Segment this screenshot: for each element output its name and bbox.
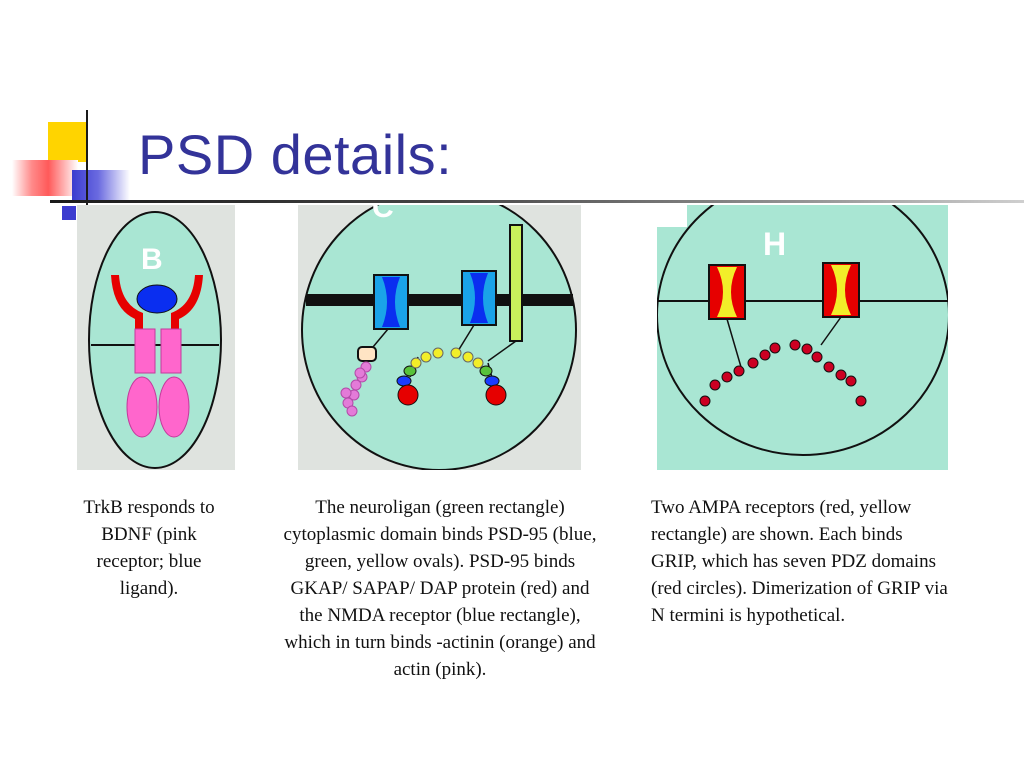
panel-c-svg: C: [298, 205, 581, 470]
caption-panel-b: TrkB responds to BDNF (pink receptor; bl…: [83, 497, 215, 599]
grip-pdz-domain: [747, 357, 759, 369]
caption-panel-h: Two AMPA receptors (red, yellow rectangl…: [651, 497, 948, 626]
grip-pdz-domain: [759, 349, 771, 361]
nmda-pore-left: [382, 277, 400, 327]
actin-bead: [350, 379, 362, 391]
panel-b-diagram: B: [77, 205, 235, 470]
grip-pdz-domain: [801, 343, 813, 355]
caption-panel-c: The neuroligan (green rectangle) cytopla…: [283, 497, 597, 680]
grip-pdz-domain: [811, 351, 823, 363]
cell-oval: [301, 205, 577, 470]
trkb-kinase-left: [126, 376, 158, 438]
psd95-domain: [462, 351, 474, 363]
psd95-domain: [432, 347, 444, 359]
panel-b-label: B: [141, 243, 163, 276]
linker: [457, 324, 475, 352]
gkap-protein-left: [397, 384, 419, 406]
psd95-domain: [450, 347, 462, 359]
actin-bead: [354, 367, 366, 379]
trkb-receptor-right: [160, 328, 182, 374]
trkb-kinase-right: [158, 376, 190, 438]
actinin: [357, 346, 377, 362]
panel-c-diagram: C: [298, 205, 581, 470]
psd95-domain: [472, 357, 484, 369]
slide-title: PSD details:: [138, 123, 453, 186]
grip-pdz-domain: [709, 379, 721, 391]
neuroligin: [509, 224, 523, 342]
linker: [726, 318, 742, 368]
psd95-domain: [403, 365, 417, 377]
ampa-pore-right: [831, 265, 851, 315]
decor-blue-bar: [72, 170, 130, 202]
ampa-pore-left: [717, 267, 737, 317]
panel-h-corner: [657, 205, 687, 227]
decor-blue-square: [62, 206, 76, 220]
grip-pdz-domain: [721, 371, 733, 383]
bdnf-ligand: [136, 284, 178, 314]
psd95-domain: [410, 357, 422, 369]
grip-pdz-domain: [733, 365, 745, 377]
psd95-domain: [420, 351, 432, 363]
membrane-bar: [306, 294, 573, 306]
grip-pdz-domain: [769, 342, 781, 354]
nmda-pore-right: [470, 273, 488, 323]
actin-bead: [346, 405, 358, 417]
decor-vertical-line: [86, 110, 88, 214]
trkb-receptor-left: [134, 328, 156, 374]
decor-red-bar: [12, 160, 78, 196]
panel-b-svg: B: [77, 205, 235, 470]
grip-pdz-domain: [845, 375, 857, 387]
panel-h-label: H: [763, 226, 786, 262]
title-underline: [50, 200, 1024, 203]
grip-pdz-domain: [823, 361, 835, 373]
panel-h-svg: H: [657, 205, 948, 470]
psd95-domain: [479, 365, 493, 377]
trkb-arm-left: [111, 275, 143, 329]
grip-pdz-domain: [855, 395, 867, 407]
linker: [820, 316, 842, 346]
psd95-domain: [484, 375, 500, 387]
cell-oval: [657, 205, 948, 456]
actin-bead: [340, 387, 352, 399]
decor-yellow-square: [48, 122, 88, 162]
grip-pdz-domain: [699, 395, 711, 407]
gkap-protein-right: [485, 384, 507, 406]
panel-c-label: C: [372, 205, 394, 224]
grip-pdz-domain: [835, 369, 847, 381]
trkb-arm-right: [171, 275, 203, 329]
panel-h-background: [657, 205, 948, 470]
grip-pdz-domain: [789, 339, 801, 351]
psd95-domain: [396, 375, 412, 387]
panel-h-diagram: H: [657, 205, 948, 470]
linker: [487, 340, 517, 362]
